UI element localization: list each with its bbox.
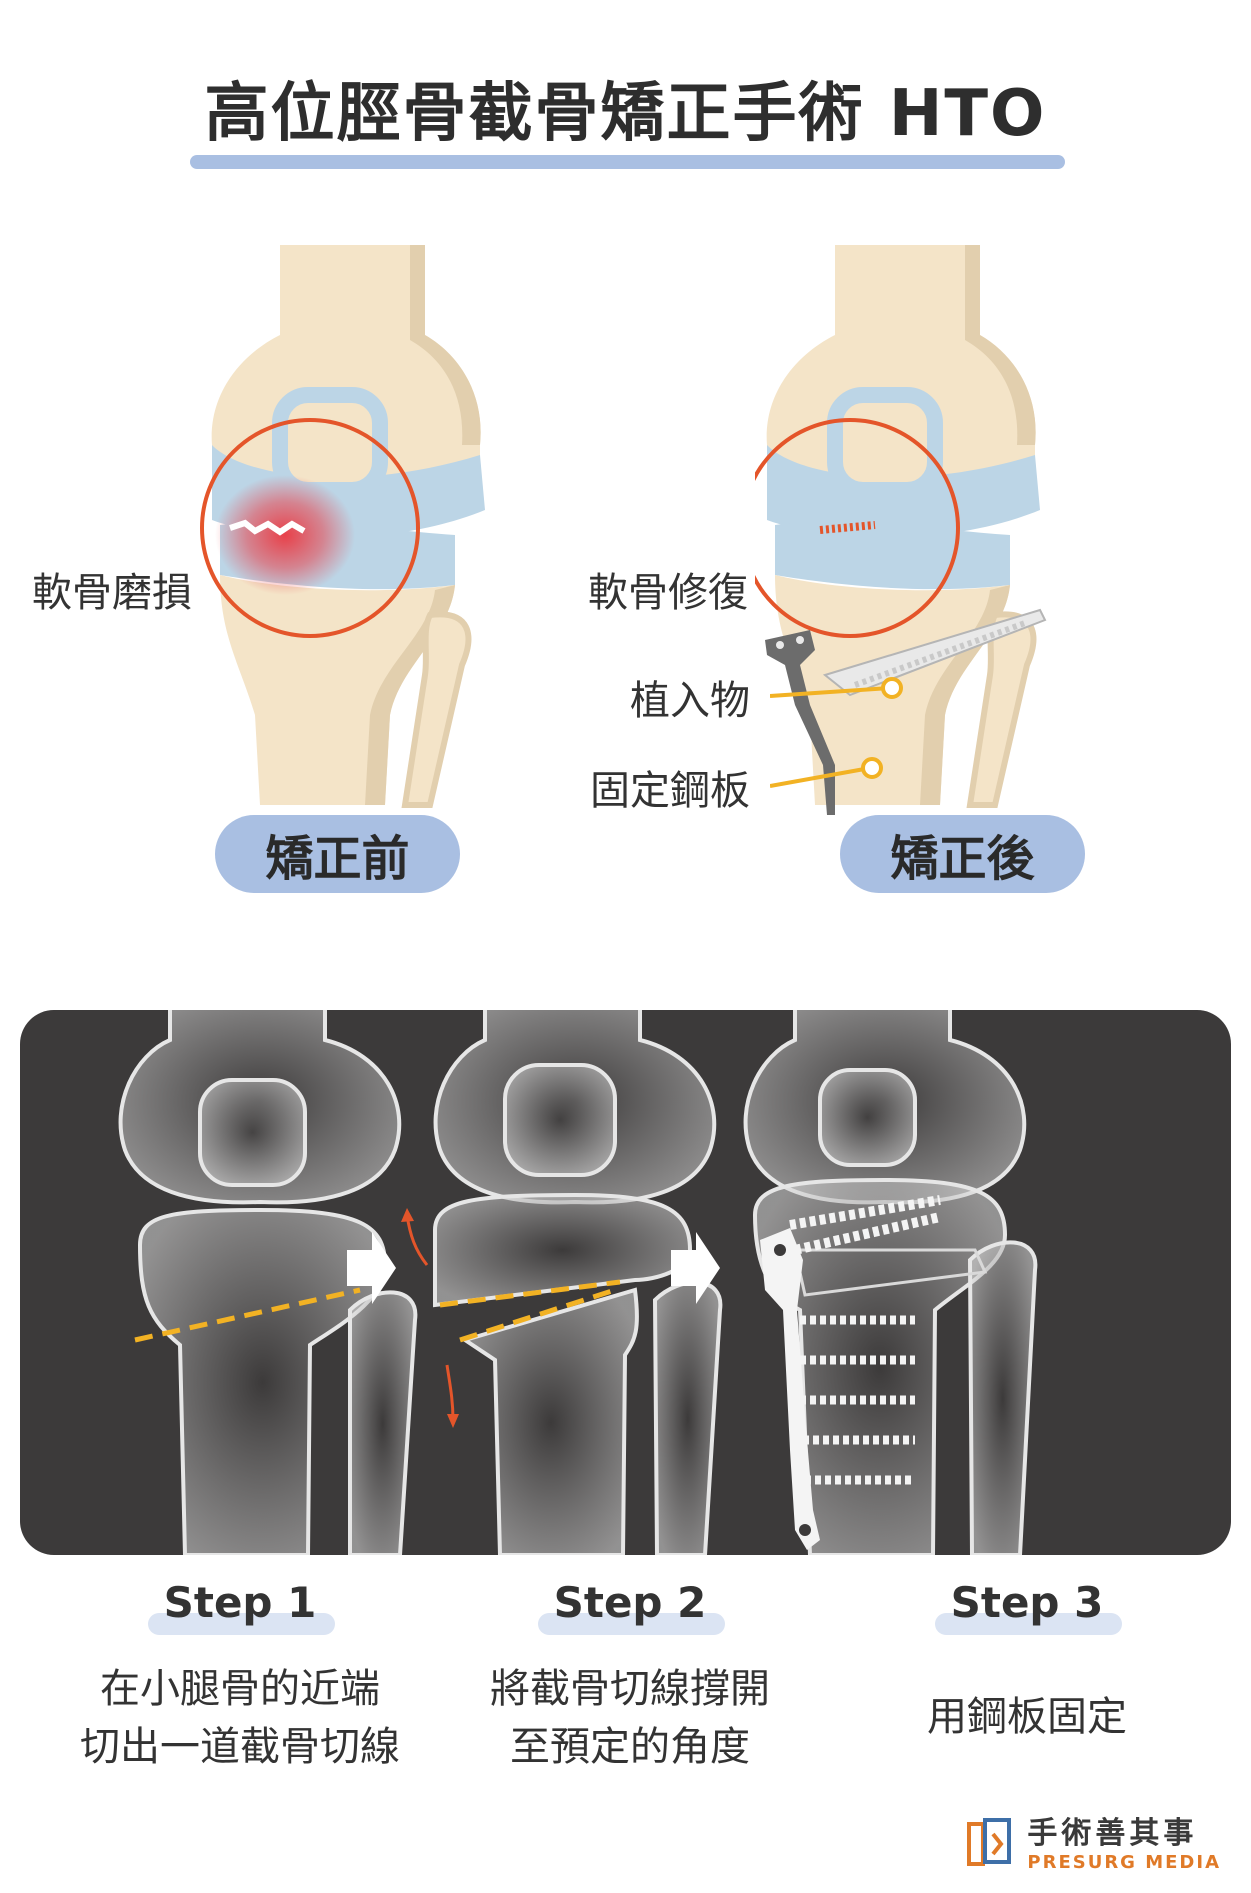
step2-description: 將截骨切線撐開 至預定的角度 [490,1666,770,1770]
inflammation-glow [215,475,355,595]
fixation-plate [760,1228,820,1550]
step2-underline [538,1613,725,1635]
fibula [348,1290,418,1555]
brand-logo: 手術善其事 PRESURG MEDIA [963,1808,1221,1873]
worn-cartilage-crack [229,519,306,536]
patella [827,387,943,498]
patella [818,1068,917,1167]
callout-cartilage-worn: 軟骨磨損 [32,570,192,616]
step3-xray [743,1010,1038,1555]
step3-title: Step 3 [950,1578,1104,1627]
callout-cartilage-repaired: 軟骨修復 [588,570,748,616]
step1-description: 在小腿骨的近端 切出一道截骨切線 [80,1666,400,1770]
open-arrow-down [445,1364,455,1421]
tibia-upper [433,1192,693,1308]
pill-before: 矯正前 [215,815,460,893]
procedure-steps-panel [20,1010,1231,1555]
cut-line-upper [439,1279,621,1308]
wedge-implant [793,1248,988,1297]
fibula [401,611,472,808]
page-title: 高位脛骨截骨矯正手術 HTO [204,77,1047,151]
brand-mark-icon [967,1817,1012,1866]
highlight-circle [200,418,420,638]
cut-line [134,1287,361,1343]
highlight-circle [755,418,960,638]
arrow-1-2 [347,1232,396,1304]
callout-fixation-plate: 固定鋼板 [590,768,750,814]
step2-xray [401,1010,723,1555]
callout-leaders [770,677,903,788]
knee-before-illustration [200,245,485,808]
open-arrow-up [405,1214,429,1266]
upper-screw-2 [793,1212,942,1255]
step1-underline [148,1613,335,1635]
title-divider [190,155,1065,169]
fibula [652,1280,723,1555]
procedure-illustration [118,1010,1038,1555]
callout-implant: 植入物 [630,678,750,724]
brand-subtitle: PRESURG MEDIA [1027,1852,1221,1873]
step3-description: 用鋼板固定 [927,1694,1127,1740]
fibula [967,1240,1038,1555]
brand-name: 手術善其事 [1027,1816,1198,1851]
step3-underline [935,1613,1122,1635]
upper-screw-1 [789,1195,941,1230]
cartilage-lower [775,521,1010,590]
arrow-2-3 [671,1232,720,1304]
patella [503,1063,617,1177]
tibia-lower [460,1287,639,1555]
patella [198,1078,307,1187]
fixation-plate [765,630,835,815]
pill-after: 矯正後 [840,815,1085,893]
step2-title: Step 2 [553,1578,707,1627]
step1-title: Step 1 [163,1578,317,1627]
